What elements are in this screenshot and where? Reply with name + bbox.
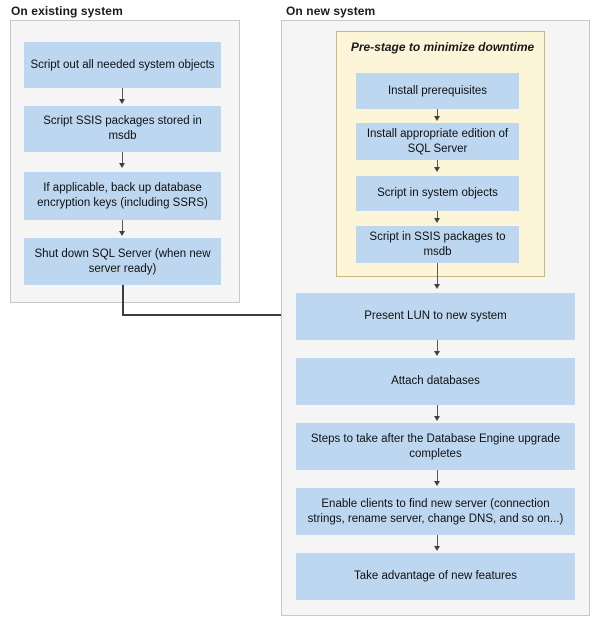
connector-prestage-2-3 bbox=[437, 160, 438, 169]
arrowhead-prestage-to-present-lun bbox=[434, 284, 440, 289]
connector-new-2-3 bbox=[437, 405, 438, 418]
connector-new-3-4 bbox=[437, 470, 438, 483]
node-script-ssis-packages[interactable]: Script SSIS packages stored in msdb bbox=[24, 106, 221, 152]
connector-new-4-5 bbox=[437, 535, 438, 548]
node-present-lun[interactable]: Present LUN to new system bbox=[296, 293, 575, 340]
node-install-sql-server-edition[interactable]: Install appropriate edition of SQL Serve… bbox=[356, 123, 519, 160]
connector-cross-column-horizontal bbox=[122, 314, 287, 316]
connector-existing-3-4 bbox=[122, 220, 123, 233]
arrowhead-existing-1-2 bbox=[119, 99, 125, 104]
node-take-advantage-new-features[interactable]: Take advantage of new features bbox=[296, 553, 575, 600]
column-title-existing-system: On existing system bbox=[11, 4, 123, 18]
node-backup-encryption-keys[interactable]: If applicable, back up database encrypti… bbox=[24, 172, 221, 220]
node-script-out-system-objects[interactable]: Script out all needed system objects bbox=[24, 42, 221, 88]
arrowhead-new-2-3 bbox=[434, 416, 440, 421]
connector-existing-2-3 bbox=[122, 152, 123, 165]
arrowhead-existing-2-3 bbox=[119, 163, 125, 168]
arrowhead-new-4-5 bbox=[434, 546, 440, 551]
arrowhead-existing-3-4 bbox=[119, 231, 125, 236]
node-enable-clients-find-new-server[interactable]: Enable clients to find new server (conne… bbox=[296, 488, 575, 535]
arrowhead-new-3-4 bbox=[434, 481, 440, 486]
node-script-in-system-objects[interactable]: Script in system objects bbox=[356, 176, 519, 211]
node-shut-down-sql-server[interactable]: Shut down SQL Server (when new server re… bbox=[24, 238, 221, 285]
node-install-prerequisites[interactable]: Install prerequisites bbox=[356, 73, 519, 109]
connector-prestage-to-present-lun bbox=[437, 263, 438, 286]
node-attach-databases[interactable]: Attach databases bbox=[296, 358, 575, 405]
arrowhead-prestage-2-3 bbox=[434, 167, 440, 172]
connector-prestage-1-2 bbox=[437, 109, 438, 118]
connector-prestage-3-4 bbox=[437, 211, 438, 220]
group-prestage-title: Pre-stage to minimize downtime bbox=[350, 40, 535, 54]
connector-new-1-2 bbox=[437, 340, 438, 353]
arrowhead-prestage-1-2 bbox=[434, 116, 440, 121]
connector-existing-1-2 bbox=[122, 88, 123, 101]
node-script-in-ssis-packages-to-msdb[interactable]: Script in SSIS packages to msdb bbox=[356, 226, 519, 263]
arrowhead-prestage-3-4 bbox=[434, 218, 440, 223]
connector-cross-column-vertical bbox=[122, 285, 124, 316]
node-steps-after-upgrade[interactable]: Steps to take after the Database Engine … bbox=[296, 423, 575, 470]
column-title-new-system: On new system bbox=[286, 4, 376, 18]
arrowhead-new-1-2 bbox=[434, 351, 440, 356]
